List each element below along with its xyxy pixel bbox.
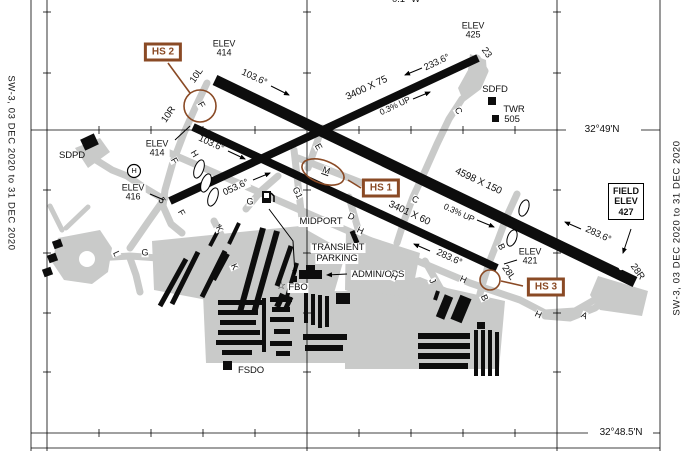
right-margin-date: SW-3, 03 DEC 2020 to 31 DEC 2020 xyxy=(671,140,683,316)
hotspot-hs2-box: HS 2 xyxy=(143,42,183,62)
leader-lines xyxy=(149,67,632,278)
runway-28r-dot xyxy=(618,265,624,271)
hotspot-hs1-box: HS 1 xyxy=(361,178,401,198)
admin-ops-label: ADMIN/OPS xyxy=(350,269,406,281)
runway-10l-28r xyxy=(212,75,638,287)
hotspot-markers xyxy=(167,62,524,291)
sdfd-label: SDFD xyxy=(482,84,508,96)
taxiway-g-2: G xyxy=(141,247,149,258)
left-margin-date: SW-3, 03 DEC 2020 to 31 DEC 2020 xyxy=(5,75,17,251)
field-elev-line2: ELEV xyxy=(614,196,638,207)
hotspot-hs3-box: HS 3 xyxy=(526,277,566,297)
magnetic-variation-label: 0.1° W xyxy=(392,0,420,5)
admin-ops-building xyxy=(299,270,322,279)
runways xyxy=(168,54,638,287)
fuel-pump-icon xyxy=(262,191,275,203)
fsdo-building xyxy=(223,361,232,370)
field-elev-box: FIELD ELEV 427 xyxy=(608,183,644,221)
fbo-star-icon: ☆ xyxy=(276,280,286,293)
grid-ticks xyxy=(43,11,561,437)
hotspot-hs3-circle xyxy=(479,269,501,291)
transient-parking-line1: TRANSIENT xyxy=(310,242,366,254)
latitude-bottom-label: 32°48.5'N xyxy=(598,426,644,439)
hotspot-hs2-circle xyxy=(183,89,217,123)
fbo-label: FBO xyxy=(287,282,309,294)
buildings xyxy=(41,97,499,376)
runway-5-23 xyxy=(168,54,480,205)
helipad-circle xyxy=(126,163,142,179)
twr-label: TWR xyxy=(503,104,525,116)
taxiway-g-1: G xyxy=(246,196,254,207)
helipad-h-label: H xyxy=(131,166,137,176)
field-elev-line1: FIELD xyxy=(613,186,639,196)
sdpd-label: SDPD xyxy=(59,150,85,162)
transient-parking-line2: PARKING xyxy=(315,253,359,265)
twr-building xyxy=(492,115,499,122)
runup-pads xyxy=(193,159,530,247)
twr-elev-label: 505 xyxy=(504,114,520,126)
sdfd-building xyxy=(488,97,496,105)
taxiway-loop-hole xyxy=(79,251,95,267)
runway-10r-28l xyxy=(191,123,499,272)
midport-label: MIDPORT xyxy=(298,216,344,228)
sdpd-building xyxy=(80,133,99,151)
field-elev-line3: 427 xyxy=(618,206,634,217)
fsdo-label: FSDO xyxy=(238,365,264,377)
hotspot-hs1-ellipse xyxy=(301,158,345,186)
chart-grid xyxy=(30,0,661,451)
latitude-top-label: 32°49'N xyxy=(583,123,621,136)
